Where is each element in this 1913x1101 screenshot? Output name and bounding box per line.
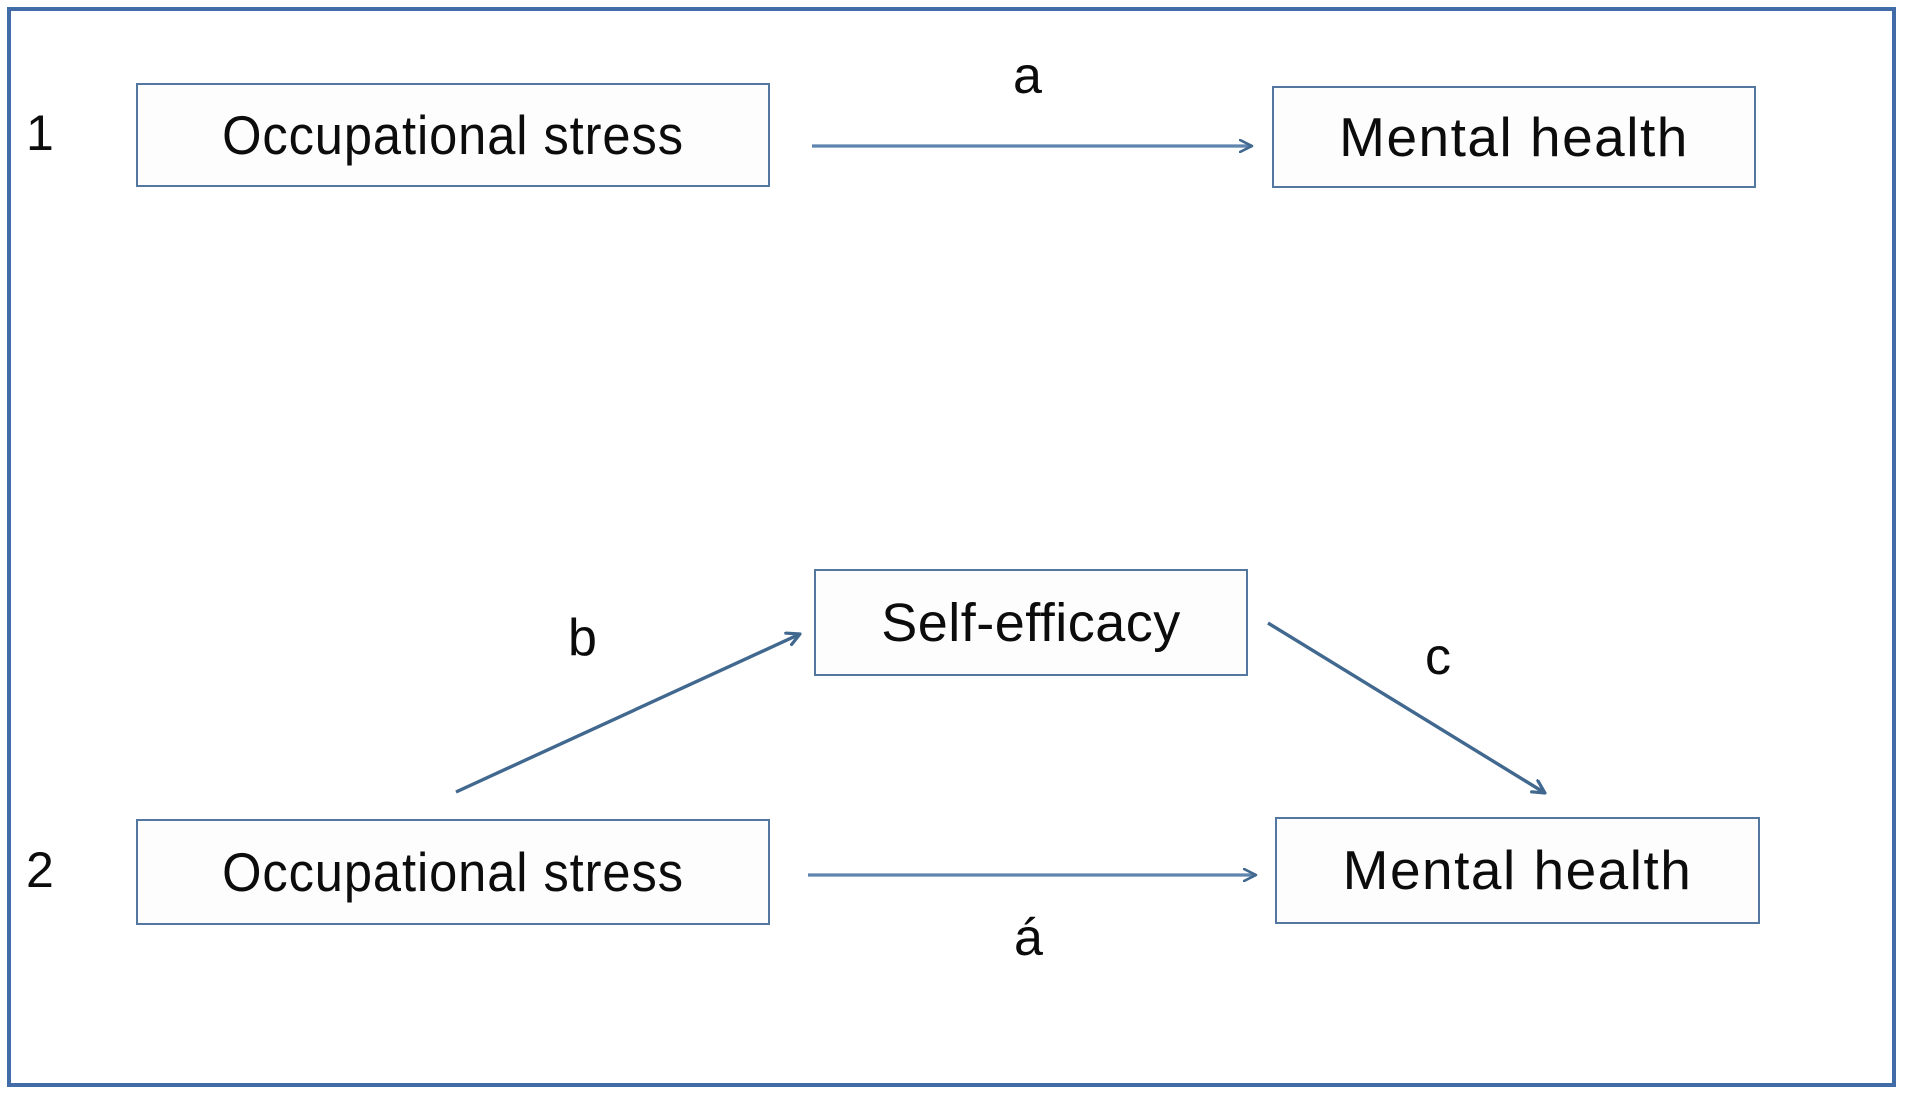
node-label-occupational-stress-2: Occupational stress — [222, 840, 684, 903]
row-index-2: 2 — [26, 842, 54, 898]
row-index-1: 1 — [26, 105, 54, 161]
node-mental-health-1: Mental health — [1272, 86, 1756, 188]
node-label-mental-health-1: Mental health — [1339, 105, 1689, 168]
node-mental-health-2: Mental health — [1275, 817, 1760, 924]
path-label-a: a — [1013, 47, 1042, 105]
node-label-occupational-stress-1: Occupational stress — [222, 103, 684, 166]
node-label-mental-health-2: Mental health — [1342, 839, 1693, 901]
node-label-self-efficacy: Self-efficacy — [881, 592, 1181, 653]
path-label-a-prime: á — [1014, 909, 1043, 967]
path-label-c: c — [1425, 628, 1451, 686]
path-label-b: b — [568, 609, 597, 667]
node-occupational-stress-1: Occupational stress — [136, 83, 770, 187]
node-occupational-stress-2: Occupational stress — [136, 819, 770, 925]
node-self-efficacy: Self-efficacy — [814, 569, 1248, 676]
